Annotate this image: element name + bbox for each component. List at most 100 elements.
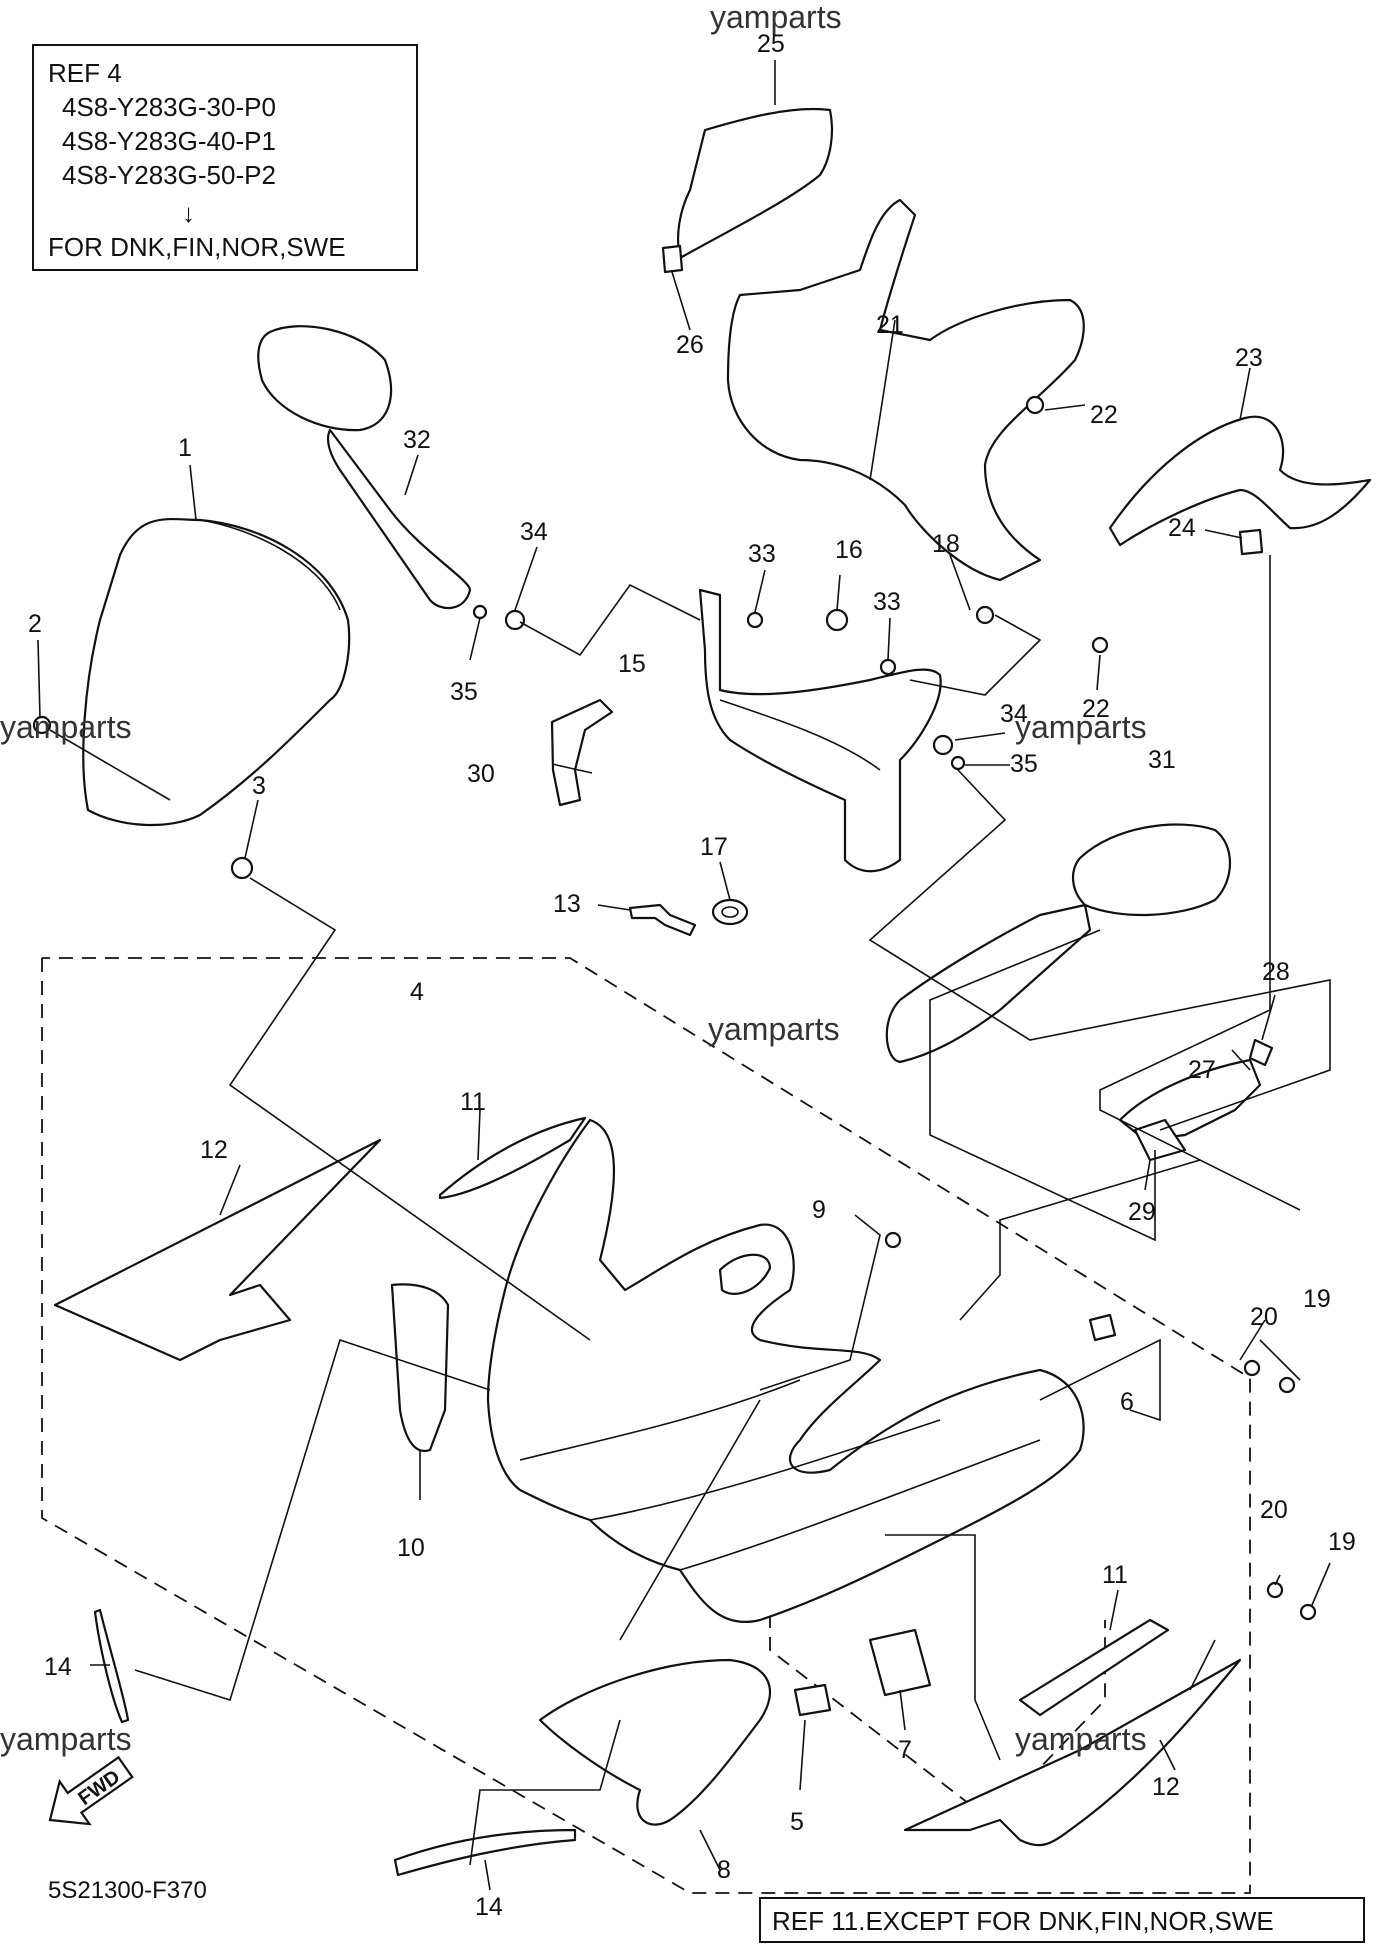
ref-box-title: REF 4 xyxy=(48,58,122,88)
callout-18: 18 xyxy=(932,530,960,558)
strip-14-bottom-part xyxy=(393,1828,577,1877)
washer-20a-icon xyxy=(1243,1359,1261,1377)
callout-11-right: 11 xyxy=(1102,1561,1128,1589)
callout-21: 21 xyxy=(876,311,904,339)
cowling-crease-3 xyxy=(679,1439,1041,1571)
front-cowling-part xyxy=(486,1118,1085,1623)
callout-14-bottom: 14 xyxy=(475,1893,503,1921)
callout-35-right: 35 xyxy=(1010,750,1038,778)
callout-26: 26 xyxy=(676,331,704,359)
callout-9: 9 xyxy=(812,1196,826,1224)
clip-26-icon xyxy=(661,244,684,274)
washer-20b-icon xyxy=(1266,1581,1284,1599)
inner-panel-part xyxy=(726,198,1085,582)
ref-box-note: FOR DNK,FIN,NOR,SWE xyxy=(48,232,346,262)
callout-8: 8 xyxy=(717,1856,731,1884)
callout-22-bottom: 22 xyxy=(1082,695,1110,723)
callout-5: 5 xyxy=(790,1808,804,1836)
ref-box-bottom: REF 11.EXCEPT FOR DNK,FIN,NOR,SWE xyxy=(759,1897,1365,1943)
decal-11-top-part xyxy=(438,1116,587,1200)
callout-28: 28 xyxy=(1262,958,1290,986)
bracket-30-part xyxy=(550,698,614,807)
callout-6: 6 xyxy=(1120,1388,1134,1416)
cowling-crease-2 xyxy=(589,1419,941,1521)
bracket-27-icon xyxy=(1118,1058,1262,1142)
watermark-right: yamparts xyxy=(1015,709,1147,745)
cowling-headlight-opening xyxy=(718,1253,772,1295)
strip-13-part xyxy=(628,903,697,937)
ref-box-top: REF 4 4S8-Y283G-30-P0 4S8-Y283G-40-P1 4S… xyxy=(32,44,418,271)
windshield-edge xyxy=(199,519,341,611)
nut-6-icon xyxy=(1088,1313,1117,1342)
screw-2-icon xyxy=(32,715,52,735)
callout-20-bottom: 20 xyxy=(1260,1496,1288,1524)
watermark-center: yamparts xyxy=(708,1011,840,1047)
ref-box-line-2: 4S8-Y283G-40-P1 xyxy=(62,126,276,156)
callout-20-top: 20 xyxy=(1250,1303,1278,1331)
callout-24: 24 xyxy=(1168,514,1196,542)
watermark-top: yamparts xyxy=(710,0,842,35)
collar-35b-icon xyxy=(950,755,966,771)
top-cover-part xyxy=(676,107,834,260)
rubber-34b-icon xyxy=(932,734,954,756)
ref-box-line-1: 4S8-Y283G-30-P0 xyxy=(62,92,276,122)
decal-12-left-part xyxy=(53,1138,382,1362)
callout-25: 25 xyxy=(757,30,785,58)
side-panel-8-part xyxy=(538,1658,772,1826)
decal-11-right-part xyxy=(1018,1618,1170,1717)
collar-35a-icon xyxy=(472,604,488,620)
callout-12-right: 12 xyxy=(1152,1773,1180,1801)
nut-3-icon xyxy=(230,856,254,880)
stay-frame-detail xyxy=(719,699,881,771)
mirror-right-part xyxy=(885,823,1232,1064)
clip-24-icon xyxy=(1238,528,1264,556)
ref-box-arrow: ↓ xyxy=(182,198,195,228)
screw-9-icon xyxy=(884,1231,902,1249)
duct-10-part xyxy=(390,1283,450,1453)
watermark-bottom-right: yamparts xyxy=(1015,1721,1147,1757)
diagram-code: 5S21300-F370 xyxy=(48,1877,207,1904)
callout-4: 4 xyxy=(410,978,424,1006)
callout-34-right: 34 xyxy=(1000,700,1028,728)
callout-15: 15 xyxy=(618,650,646,678)
callout-1: 1 xyxy=(178,434,192,462)
callout-2: 2 xyxy=(28,610,42,638)
cowling-crease-1 xyxy=(519,1379,801,1461)
inner-cover-right-part xyxy=(1108,415,1372,547)
callout-7: 7 xyxy=(898,1736,912,1764)
clip-28-icon xyxy=(1248,1038,1274,1067)
watermark-left: yamparts xyxy=(0,709,132,745)
leader-lines xyxy=(37,60,1331,1891)
pad-7-part xyxy=(868,1628,932,1697)
callout-33-left: 33 xyxy=(748,540,776,568)
callout-17: 17 xyxy=(700,833,728,861)
stay-frame-part xyxy=(698,588,942,873)
callout-35-left: 35 xyxy=(450,678,478,706)
bolt-18-icon xyxy=(975,605,995,625)
callout-3: 3 xyxy=(252,772,266,800)
callout-34-left: 34 xyxy=(520,518,548,546)
callout-30: 30 xyxy=(467,760,495,788)
cowling-assembly-outline xyxy=(41,957,1251,1894)
screw-19b-icon xyxy=(1299,1603,1317,1621)
callout-19-bottom: 19 xyxy=(1328,1528,1356,1556)
callout-11-top: 11 xyxy=(460,1088,486,1116)
callout-14-left: 14 xyxy=(44,1653,72,1681)
callout-22-top: 22 xyxy=(1090,401,1118,429)
callout-12-left: 12 xyxy=(200,1136,228,1164)
callout-29: 29 xyxy=(1128,1198,1156,1226)
callout-13: 13 xyxy=(553,890,581,918)
ref-box-bottom-note: REF 11.EXCEPT FOR DNK,FIN,NOR,SWE xyxy=(772,1906,1274,1936)
callout-19-top: 19 xyxy=(1303,1285,1331,1313)
callout-23: 23 xyxy=(1235,344,1263,372)
grommet-16-icon xyxy=(825,608,849,632)
callout-10: 10 xyxy=(397,1534,425,1562)
nut-33b-icon xyxy=(879,658,897,676)
callout-32: 32 xyxy=(403,426,431,454)
decal-12-right-part xyxy=(903,1658,1242,1847)
callout-16: 16 xyxy=(835,536,863,564)
fwd-arrow-icon: FWD xyxy=(48,1755,134,1826)
watermarks: yamparts yamparts yamparts yamparts yamp… xyxy=(0,0,1147,1757)
screw-19a-icon xyxy=(1278,1376,1296,1394)
